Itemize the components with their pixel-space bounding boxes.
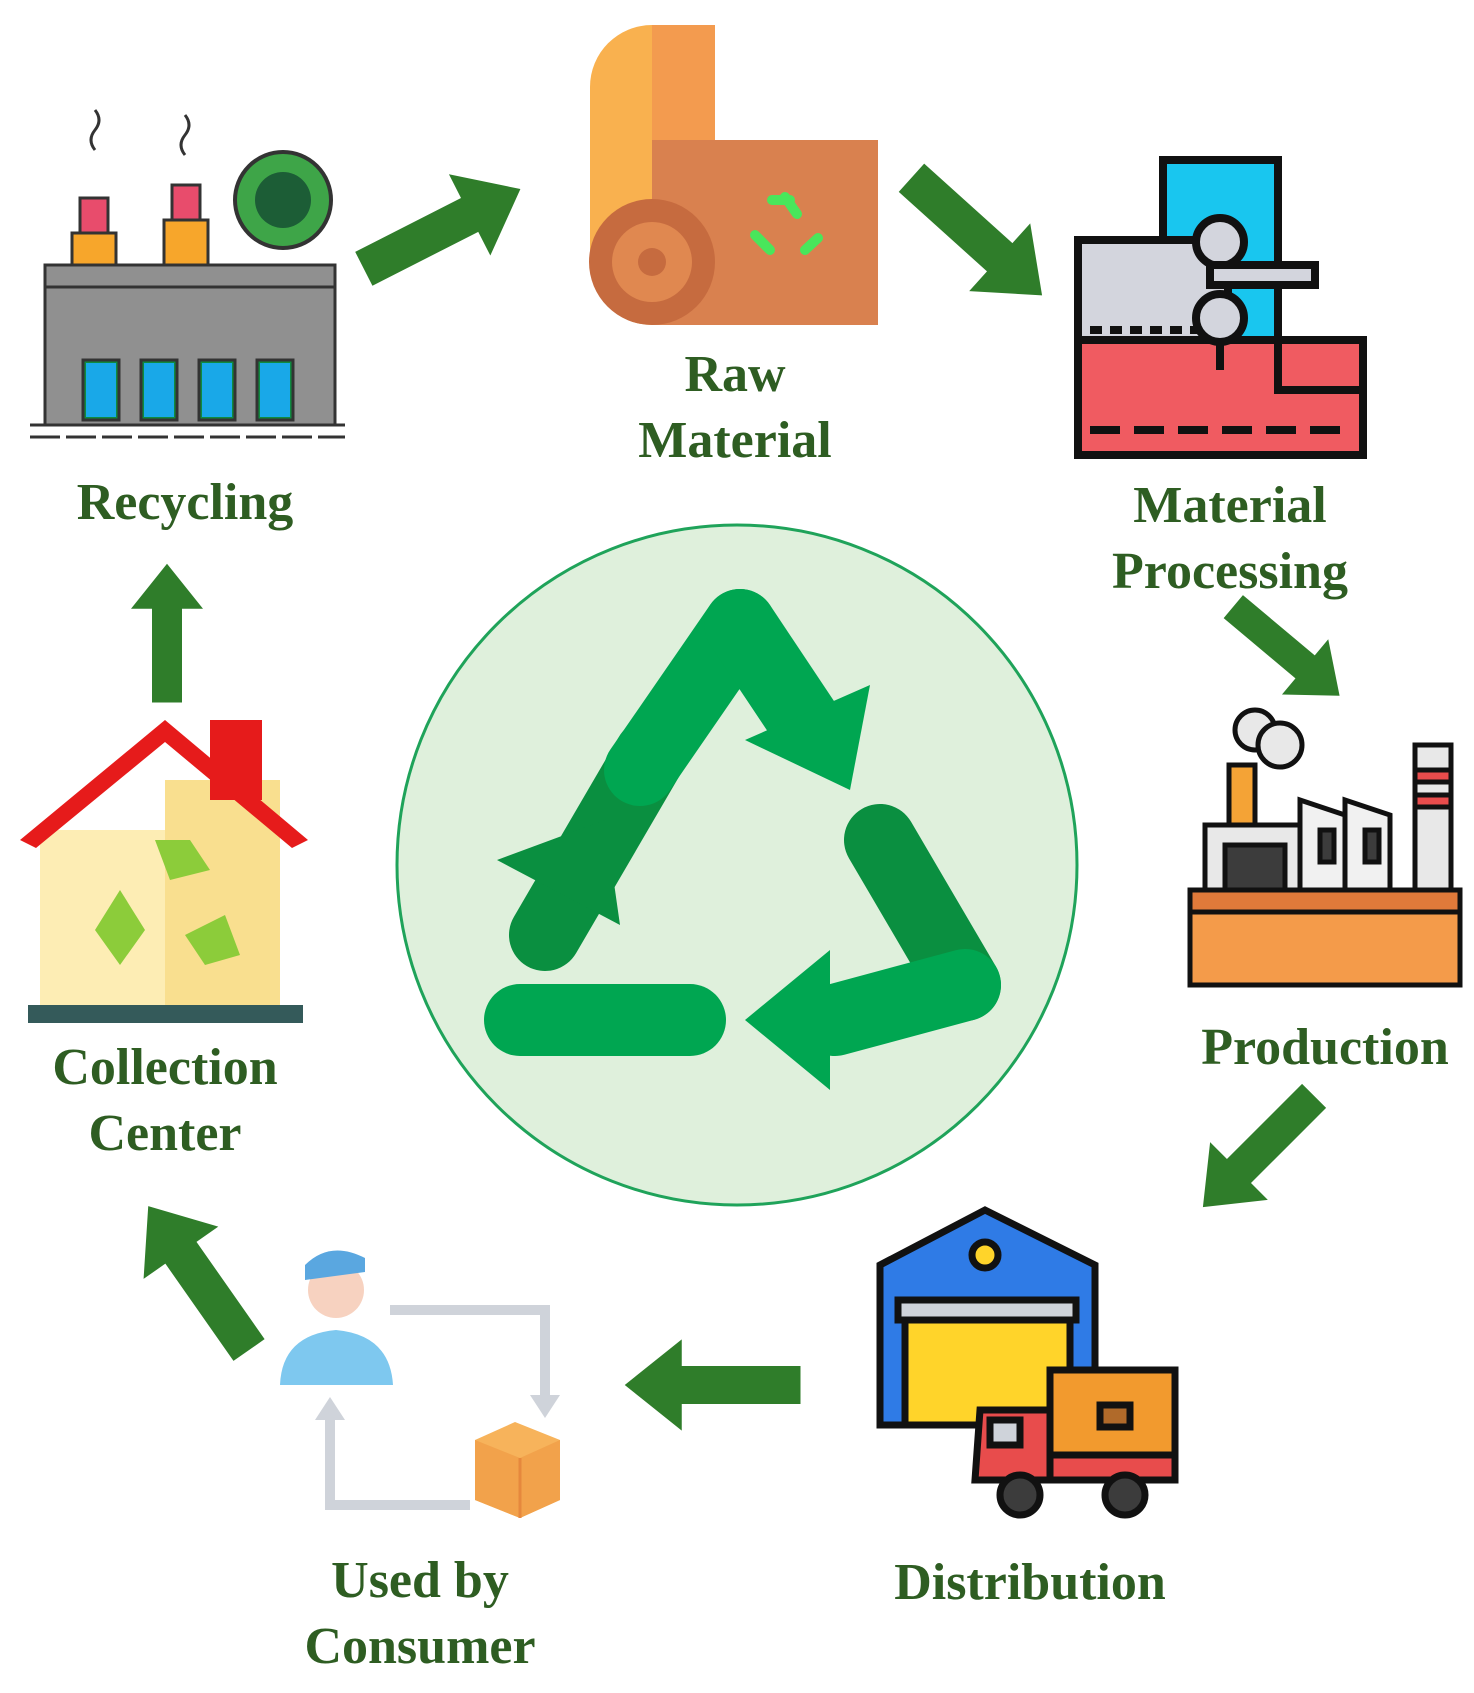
arrow-recycling-to-raw-material [343, 148, 542, 310]
label-distribution: Distribution [870, 1550, 1190, 1616]
label-line: Distribution [894, 1554, 1166, 1611]
label-line: Collection [52, 1039, 278, 1096]
label-line: Raw [684, 346, 786, 403]
label-production: Production [1180, 1015, 1470, 1081]
label-line: Consumer [304, 1618, 536, 1675]
recycling-plant-icon [30, 109, 345, 439]
warehouse-truck-icon [876, 1206, 1179, 1519]
arrow-production-to-distribution [1174, 1067, 1343, 1236]
label-line: Used by [331, 1552, 509, 1609]
label-line: Material [638, 412, 832, 469]
label-line: Processing [1112, 543, 1348, 600]
arrow-distribution-to-consumer [624, 1339, 801, 1431]
label-line: Recycling [76, 474, 294, 531]
label-line: Production [1201, 1019, 1449, 1076]
label-recycling: Recycling [40, 470, 330, 536]
material-roll-icon [589, 25, 878, 325]
recycling-house-icon [20, 720, 308, 1023]
label-material-processing: Material Processing [1080, 473, 1380, 605]
arrow-consumer-to-collection [110, 1179, 287, 1377]
label-line: Material [1133, 477, 1327, 534]
label-line: Center [88, 1105, 242, 1162]
arrow-raw-material-to-processing [880, 143, 1073, 330]
label-raw-material: Raw Material [590, 342, 880, 474]
recycle-icon [484, 589, 1001, 1090]
label-collection-center: Collection Center [20, 1035, 310, 1167]
consumer-package-icon [280, 1250, 560, 1518]
factory-icon [1187, 707, 1463, 988]
processing-machine-icon [1074, 156, 1367, 459]
label-used-by-consumer: Used by Consumer [270, 1548, 570, 1680]
arrow-collection-to-recycling [131, 563, 203, 703]
